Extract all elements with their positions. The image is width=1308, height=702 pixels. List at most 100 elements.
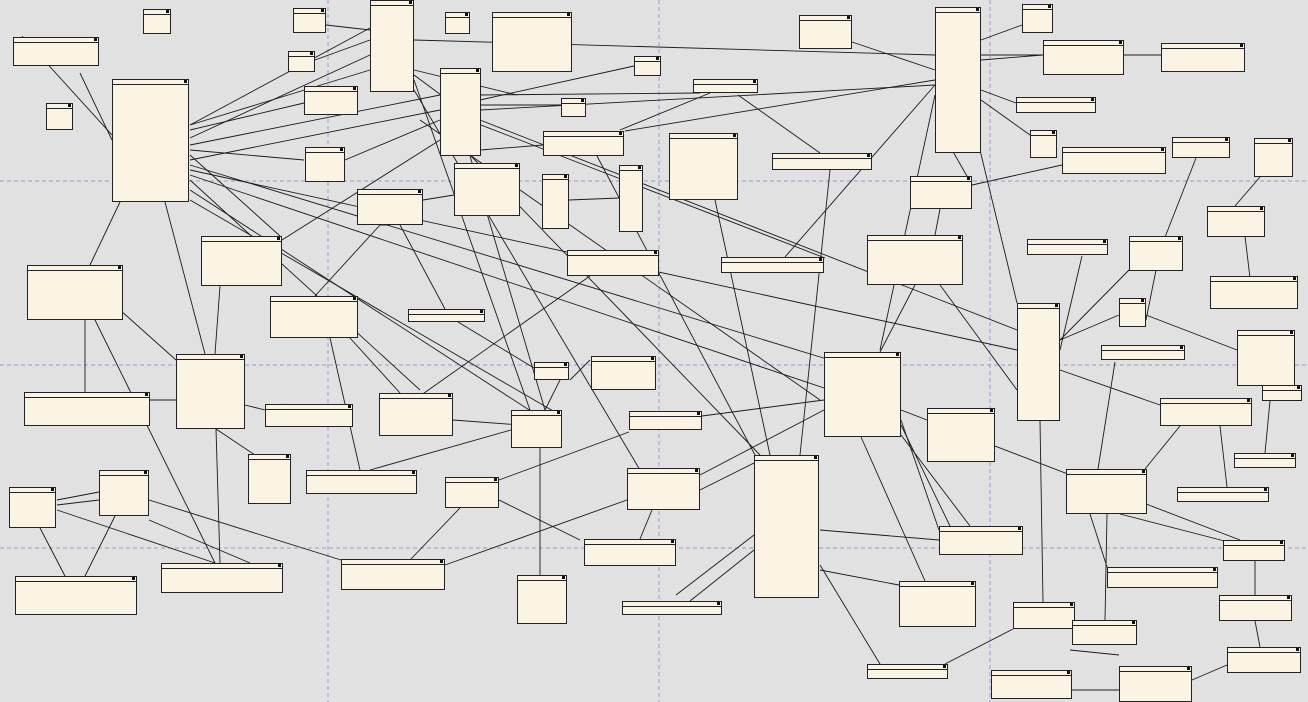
entity-box[interactable]	[161, 563, 283, 593]
entity-box[interactable]	[492, 12, 572, 72]
entity-box[interactable]	[143, 9, 171, 34]
entity-box[interactable]	[517, 575, 567, 624]
entity-box[interactable]	[370, 0, 414, 92]
entity-box[interactable]	[867, 664, 948, 679]
entity-box[interactable]	[1161, 43, 1245, 72]
entity-box[interactable]	[669, 133, 738, 200]
entity-box[interactable]	[927, 408, 995, 462]
entity-box[interactable]	[379, 393, 453, 436]
entity-box[interactable]	[1207, 206, 1265, 237]
entity-box[interactable]	[454, 163, 520, 216]
entity-box[interactable]	[408, 309, 485, 322]
entity-box[interactable]	[935, 7, 981, 153]
entity-box[interactable]	[306, 470, 417, 494]
entity-box[interactable]	[293, 8, 326, 33]
entity-box[interactable]	[1062, 147, 1166, 174]
entity-box[interactable]	[1013, 602, 1075, 629]
entity-box[interactable]	[445, 12, 470, 34]
entity-box[interactable]	[1210, 276, 1298, 309]
entity-box[interactable]	[265, 404, 353, 427]
entity-box[interactable]	[1177, 487, 1269, 502]
entity-box[interactable]	[15, 576, 137, 615]
entity-box[interactable]	[910, 176, 972, 209]
entity-box[interactable]	[1227, 647, 1301, 673]
entity-box[interactable]	[899, 581, 976, 627]
entity-box[interactable]	[1129, 236, 1183, 271]
entity-box[interactable]	[99, 470, 149, 516]
entity-header	[446, 478, 498, 483]
entity-box[interactable]	[176, 354, 245, 429]
entity-box[interactable]	[939, 526, 1023, 555]
entity-header	[1208, 207, 1264, 212]
entity-box[interactable]	[1027, 239, 1108, 255]
entity-box[interactable]	[1017, 303, 1060, 421]
entity-box[interactable]	[1237, 330, 1295, 386]
entity-box[interactable]	[511, 410, 562, 448]
entity-box[interactable]	[27, 265, 123, 320]
entity-box[interactable]	[584, 539, 676, 566]
entity-box[interactable]	[1160, 398, 1252, 426]
entity-box[interactable]	[1262, 385, 1302, 401]
entity-box[interactable]	[543, 131, 624, 156]
entity-box[interactable]	[1016, 97, 1096, 113]
entity-box[interactable]	[1119, 298, 1146, 327]
entity-header	[1238, 331, 1294, 336]
entity-box[interactable]	[341, 559, 445, 590]
entity-box[interactable]	[542, 174, 569, 229]
entity-box[interactable]	[304, 86, 358, 115]
entity-box[interactable]	[1066, 469, 1147, 514]
entity-box[interactable]	[721, 257, 824, 273]
entity-box[interactable]	[1172, 137, 1230, 158]
relationship-line	[900, 434, 971, 527]
relationship-line	[189, 149, 305, 161]
entity-box[interactable]	[270, 296, 358, 338]
entity-box[interactable]	[561, 98, 586, 117]
entity-box[interactable]	[1234, 453, 1296, 468]
entity-box[interactable]	[867, 235, 963, 285]
relationship-line	[879, 284, 916, 353]
entity-box[interactable]	[1072, 620, 1137, 645]
entity-box[interactable]	[1223, 540, 1285, 561]
entity-box[interactable]	[534, 362, 569, 380]
entity-box[interactable]	[24, 392, 150, 426]
entity-box[interactable]	[754, 455, 819, 598]
entity-box[interactable]	[112, 79, 189, 202]
entity-box[interactable]	[799, 15, 852, 49]
entity-box[interactable]	[1101, 345, 1185, 360]
entity-box[interactable]	[440, 68, 481, 156]
entity-box[interactable]	[1254, 138, 1293, 177]
entity-box[interactable]	[445, 477, 499, 508]
entity-box[interactable]	[1219, 595, 1292, 621]
entity-box[interactable]	[567, 250, 659, 276]
entity-box[interactable]	[622, 601, 722, 615]
entity-box[interactable]	[627, 468, 700, 510]
entity-box[interactable]	[9, 487, 56, 528]
entity-box[interactable]	[357, 189, 423, 225]
entity-box[interactable]	[1107, 567, 1218, 588]
entity-box[interactable]	[201, 236, 282, 286]
entity-box[interactable]	[991, 670, 1072, 699]
entity-box[interactable]	[305, 147, 345, 182]
entity-marker-icon	[1091, 98, 1094, 101]
relationship-line	[1254, 620, 1261, 648]
entity-box[interactable]	[46, 103, 73, 130]
entity-marker-icon	[68, 104, 71, 107]
entity-box[interactable]	[824, 352, 901, 437]
entity-box[interactable]	[288, 51, 315, 72]
entity-box[interactable]	[693, 79, 758, 93]
entity-marker-icon	[1288, 139, 1291, 142]
entity-box[interactable]	[634, 56, 661, 76]
entity-box[interactable]	[1043, 40, 1124, 75]
relationship-line	[409, 507, 461, 561]
entity-box[interactable]	[772, 153, 872, 170]
entity-box[interactable]	[619, 165, 643, 232]
entity-box[interactable]	[248, 454, 291, 504]
entity-box[interactable]	[1119, 666, 1192, 702]
entity-box[interactable]	[13, 37, 99, 66]
entity-box[interactable]	[1030, 130, 1057, 158]
entity-box[interactable]	[1022, 4, 1053, 33]
entity-box[interactable]	[591, 356, 656, 390]
entity-marker-icon	[564, 363, 567, 366]
entity-box[interactable]	[629, 411, 702, 430]
